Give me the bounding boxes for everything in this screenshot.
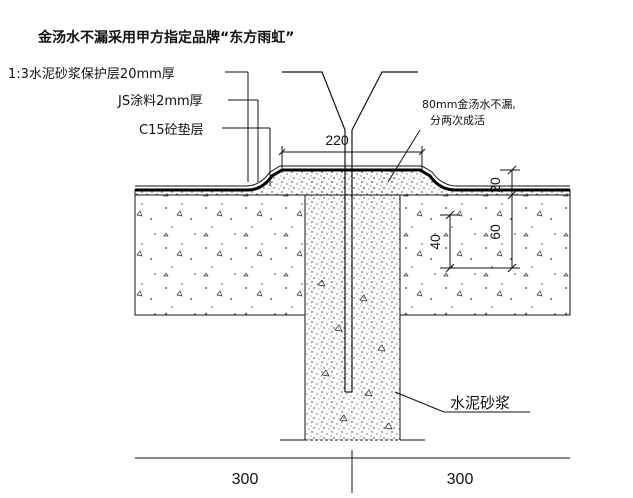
fill-leader bbox=[394, 391, 445, 413]
note-leader bbox=[387, 129, 421, 183]
dim-220-label: 220 bbox=[325, 132, 349, 148]
diagram-title: 金汤水不漏采用甲方指定品牌“东方雨虹” bbox=[37, 29, 294, 46]
dim-bottom-right: 300 bbox=[447, 471, 474, 488]
dim-bottom-left: 300 bbox=[232, 471, 259, 488]
mortar-aggregate bbox=[317, 279, 393, 430]
dim-220 bbox=[278, 146, 426, 170]
dim-20-label: 20 bbox=[487, 177, 503, 193]
fill-label: 水泥砂浆 bbox=[450, 394, 510, 412]
concrete-slab-right bbox=[399, 194, 571, 316]
dim-40-label: 40 bbox=[427, 234, 443, 250]
dim-right bbox=[440, 165, 520, 273]
note-line-1: 80mm金汤水不漏, bbox=[422, 97, 516, 111]
dim-60-label: 60 bbox=[487, 224, 503, 240]
label-mortar-protection: 1:3水泥砂浆保护层20mm厚 bbox=[8, 67, 175, 82]
label-c15-cushion: C15砼垫层 bbox=[139, 122, 204, 138]
pipe-sleeve bbox=[282, 71, 418, 393]
label-leaders bbox=[222, 71, 271, 186]
label-js-coating: JS涂料2mm厚 bbox=[117, 93, 203, 109]
note-line-2: 分两次成活 bbox=[430, 113, 485, 127]
concrete-slab-left bbox=[134, 194, 306, 316]
